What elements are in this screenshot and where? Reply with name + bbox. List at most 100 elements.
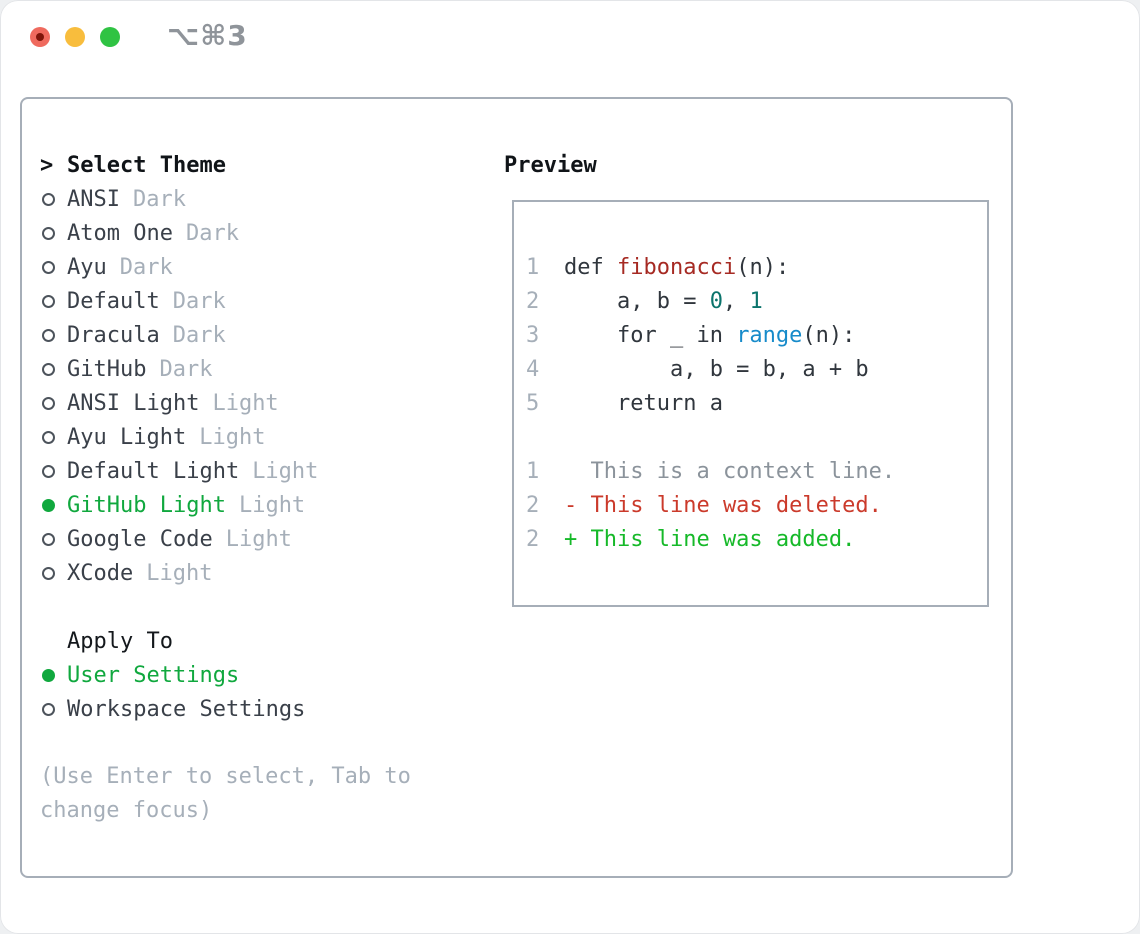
theme-name: Ayu xyxy=(67,254,107,280)
radio-icon xyxy=(42,532,55,546)
theme-option[interactable]: GitHub Light Light xyxy=(40,488,504,522)
line-number: 2 xyxy=(526,492,540,518)
theme-name: Google Code xyxy=(67,526,213,552)
line-content: def fibonacci(n): xyxy=(564,255,789,280)
code-token: fibonacci xyxy=(616,254,737,280)
theme-picker-panel: > Select Theme ANSI Dark Atom One xyxy=(20,97,1013,878)
titlebar: ⌥⌘3 xyxy=(0,0,1140,97)
theme-option[interactable]: GitHub Dark xyxy=(40,352,504,386)
theme-variant-tag: Light xyxy=(199,424,266,450)
code-line: 5 return a xyxy=(526,386,987,420)
theme-variant-tag: Light xyxy=(212,390,279,416)
line-number: 1 xyxy=(526,458,540,484)
line-content: a, b = 0, 1 xyxy=(564,289,763,314)
preview-header-row: Preview xyxy=(504,148,1011,182)
theme-variant-tag: Light xyxy=(252,458,319,484)
radio-icon xyxy=(42,702,55,716)
apply-to-header-row: Apply To xyxy=(40,624,504,658)
traffic-lights xyxy=(30,27,120,47)
theme-name: Dracula xyxy=(67,322,160,348)
code-line: 2 a, b = 0, 1 xyxy=(526,284,987,318)
code-token: range xyxy=(736,322,803,348)
line-content: a, b = b, a + b xyxy=(564,357,869,382)
theme-name: GitHub xyxy=(67,356,147,382)
radio-icon xyxy=(42,328,55,342)
preview-title: Preview xyxy=(504,152,597,178)
radio-icon xyxy=(42,668,55,682)
code-token: - This line was deleted. xyxy=(564,492,882,518)
code-token: for _ in xyxy=(564,322,737,348)
radio-icon xyxy=(42,464,55,478)
radio-icon xyxy=(42,260,55,274)
code-token: a, b = b, a + b xyxy=(564,356,869,382)
theme-variant-tag: Light xyxy=(225,526,292,552)
window-shortcut-label: ⌥⌘3 xyxy=(167,19,248,52)
close-button[interactable] xyxy=(30,27,50,47)
radio-icon xyxy=(42,498,55,512)
theme-option[interactable]: Default Dark xyxy=(40,284,504,318)
theme-option[interactable]: Atom One Dark xyxy=(40,216,504,250)
picker-title: Select Theme xyxy=(67,152,226,178)
theme-option[interactable]: Ayu Light Light xyxy=(40,420,504,454)
theme-option[interactable]: Ayu Dark xyxy=(40,250,504,284)
radio-icon xyxy=(42,430,55,444)
apply-to-option[interactable]: Workspace Settings xyxy=(40,692,504,726)
keyboard-hint-line2: change focus) xyxy=(40,798,213,823)
theme-option[interactable]: Google Code Light xyxy=(40,522,504,556)
theme-variant-tag: Dark xyxy=(159,356,213,382)
theme-option[interactable]: XCode Light xyxy=(40,556,504,590)
code-line: 2 + This line was added. xyxy=(526,522,987,556)
code-token: This is a context line. xyxy=(564,458,896,484)
theme-option[interactable]: ANSI Dark xyxy=(40,182,504,216)
minimize-button[interactable] xyxy=(65,27,85,47)
line-content: return a xyxy=(564,391,723,416)
apply-to-option-label: Workspace Settings xyxy=(67,696,306,722)
line-number: 3 xyxy=(526,322,540,348)
prompt-icon: > xyxy=(40,152,54,178)
theme-option[interactable]: ANSI Light Light xyxy=(40,386,504,420)
theme-picker: > Select Theme ANSI Dark Atom One xyxy=(40,148,504,876)
line-content: + This line was added. xyxy=(564,527,855,552)
theme-variant-tag: Dark xyxy=(172,288,226,314)
code-token: 0 xyxy=(709,288,723,314)
code-token: , xyxy=(722,288,750,314)
apply-to-option-label: User Settings xyxy=(67,662,240,688)
theme-name: Ayu Light xyxy=(67,424,187,450)
code-line: 4 a, b = b, a + b xyxy=(526,352,987,386)
code-token: 1 xyxy=(749,288,763,314)
line-number: 2 xyxy=(526,288,540,314)
theme-name: XCode xyxy=(67,560,134,586)
line-content: for _ in range(n): xyxy=(564,323,855,348)
radio-icon xyxy=(42,566,55,580)
theme-variant-tag: Dark xyxy=(119,254,173,280)
radio-icon xyxy=(42,362,55,376)
radio-icon xyxy=(42,294,55,308)
maximize-button[interactable] xyxy=(100,27,120,47)
theme-option[interactable]: Default Light Light xyxy=(40,454,504,488)
preview-box: 1 def fibonacci(n): 2 a, b = 0, 1 3 for … xyxy=(512,200,989,607)
theme-name: Default xyxy=(67,288,160,314)
apply-to-option[interactable]: User Settings xyxy=(40,658,504,692)
theme-option[interactable]: Dracula Dark xyxy=(40,318,504,352)
theme-variant-tag: Dark xyxy=(185,220,239,246)
theme-name: Atom One xyxy=(67,220,173,246)
theme-name: ANSI xyxy=(67,186,120,212)
code-line: 1 def fibonacci(n): xyxy=(526,250,987,284)
code-token: def xyxy=(564,254,617,280)
line-content: - This line was deleted. xyxy=(564,493,882,518)
theme-variant-tag: Dark xyxy=(172,322,226,348)
code-token: (n): xyxy=(736,254,790,280)
code-line xyxy=(526,420,987,454)
line-number: 4 xyxy=(526,356,540,382)
line-number: 5 xyxy=(526,390,540,416)
line-content: This is a context line. xyxy=(564,459,895,484)
theme-name: GitHub Light xyxy=(67,492,226,518)
radio-icon xyxy=(42,396,55,410)
theme-variant-tag: Light xyxy=(238,492,306,518)
code-line: 1 This is a context line. xyxy=(526,454,987,488)
code-token: + This line was added. xyxy=(564,526,856,552)
close-dot-icon xyxy=(36,33,44,41)
theme-name: Default Light xyxy=(67,458,240,484)
spacer xyxy=(40,590,504,624)
